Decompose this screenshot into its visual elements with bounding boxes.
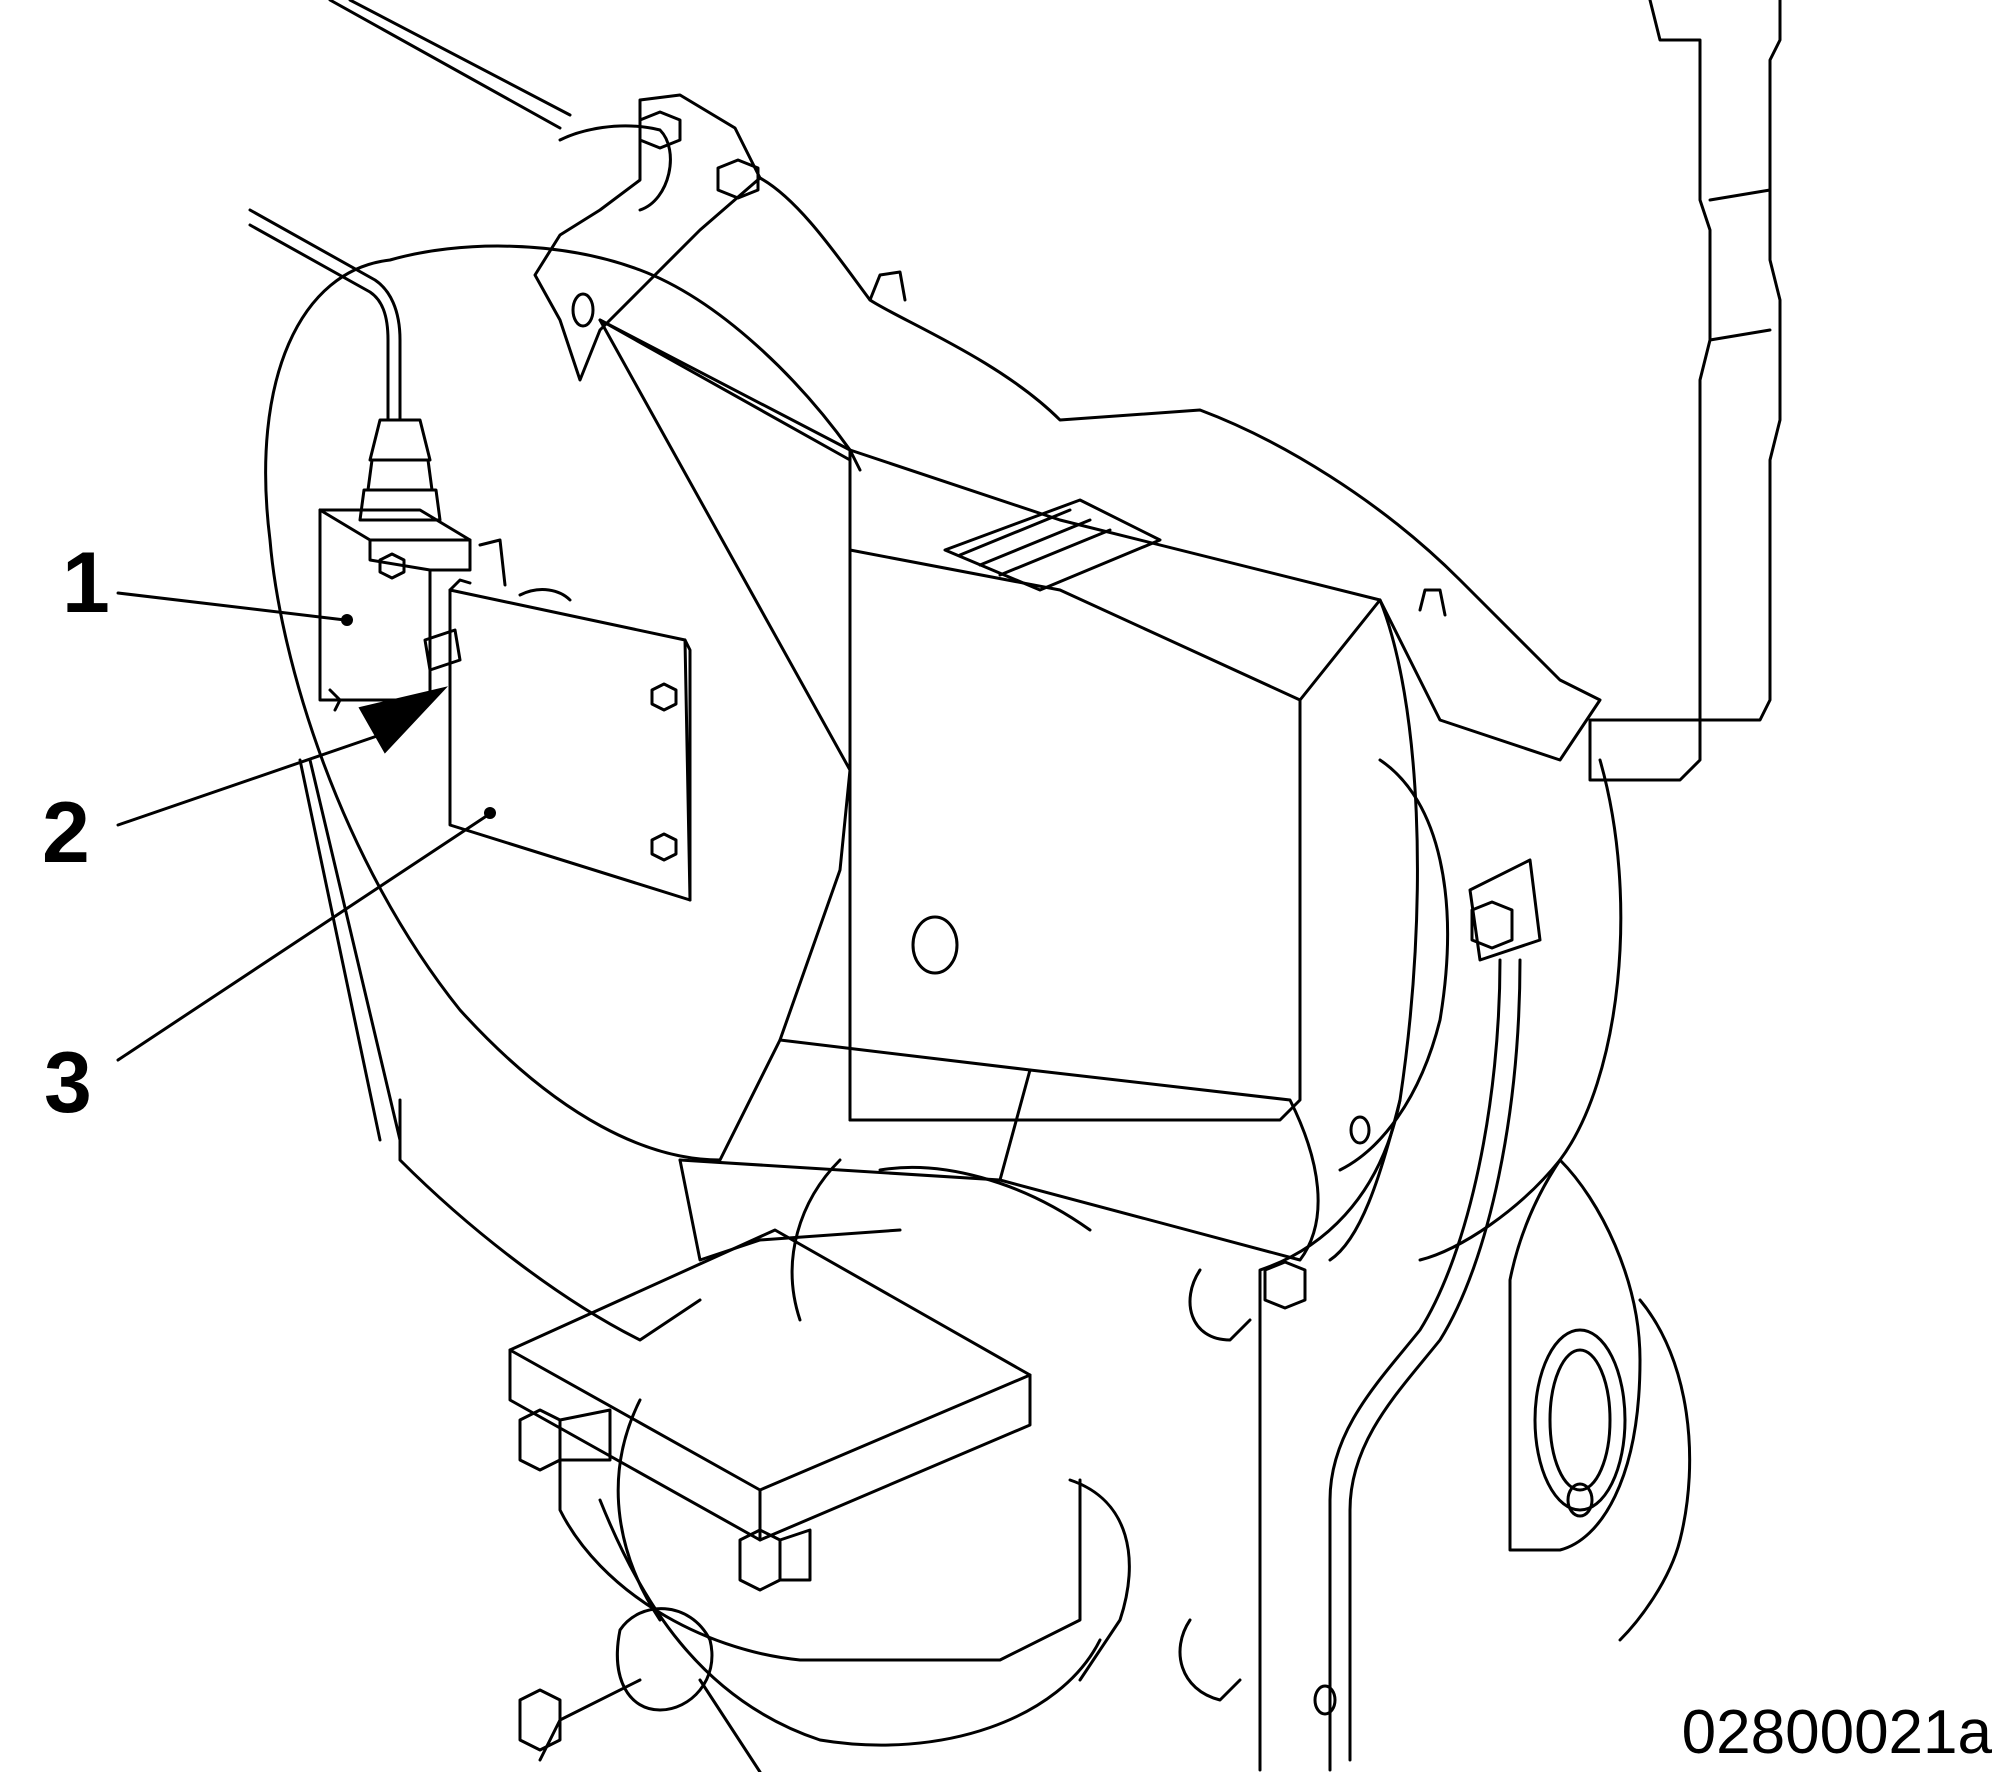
vertical-plate <box>1588 0 1782 782</box>
leader-line-3 <box>116 813 490 1062</box>
access-hole <box>911 915 959 975</box>
sensor-screw <box>378 552 406 580</box>
outer-housing <box>1258 598 1419 1772</box>
clevis-bolt <box>1263 1260 1307 1310</box>
vent-slot <box>943 498 1162 592</box>
figure-reference-id: 02800021a <box>1681 1698 1992 1767</box>
indicator-arrow <box>358 686 448 754</box>
leader-dot-3 <box>484 807 496 819</box>
lever-bolt <box>518 1688 562 1752</box>
leader-line-1 <box>116 591 347 622</box>
lower-right-lobe <box>1508 1158 1642 1552</box>
pad-support <box>558 1438 1082 1662</box>
sensor-cable <box>248 208 402 422</box>
callout-number-1: 1 <box>62 535 110 631</box>
central-enclosure <box>598 318 1382 1122</box>
pad-bolt-1 <box>518 1408 562 1472</box>
side-strap <box>1468 858 1542 962</box>
left-frame <box>398 1098 702 1342</box>
lower-duct <box>998 1068 1320 1262</box>
upper-rod <box>328 0 572 130</box>
strap-bolt <box>1470 900 1514 950</box>
bracket-bolt-1 <box>638 110 682 150</box>
upper-bracket <box>533 93 762 382</box>
leader-line-2 <box>116 733 382 827</box>
left-drum-housing <box>264 244 852 1162</box>
cover-bolt-top <box>650 682 678 712</box>
callout-number-3: 3 <box>44 1035 92 1131</box>
cover-bolt-bottom <box>650 832 678 862</box>
sensor-nut <box>423 628 462 672</box>
right-casing <box>758 176 1602 762</box>
leader-dot-1 <box>341 614 353 626</box>
bracket-bolt-2 <box>716 158 760 200</box>
pad-block <box>508 1228 1032 1492</box>
callout-number-2: 2 <box>42 785 90 881</box>
